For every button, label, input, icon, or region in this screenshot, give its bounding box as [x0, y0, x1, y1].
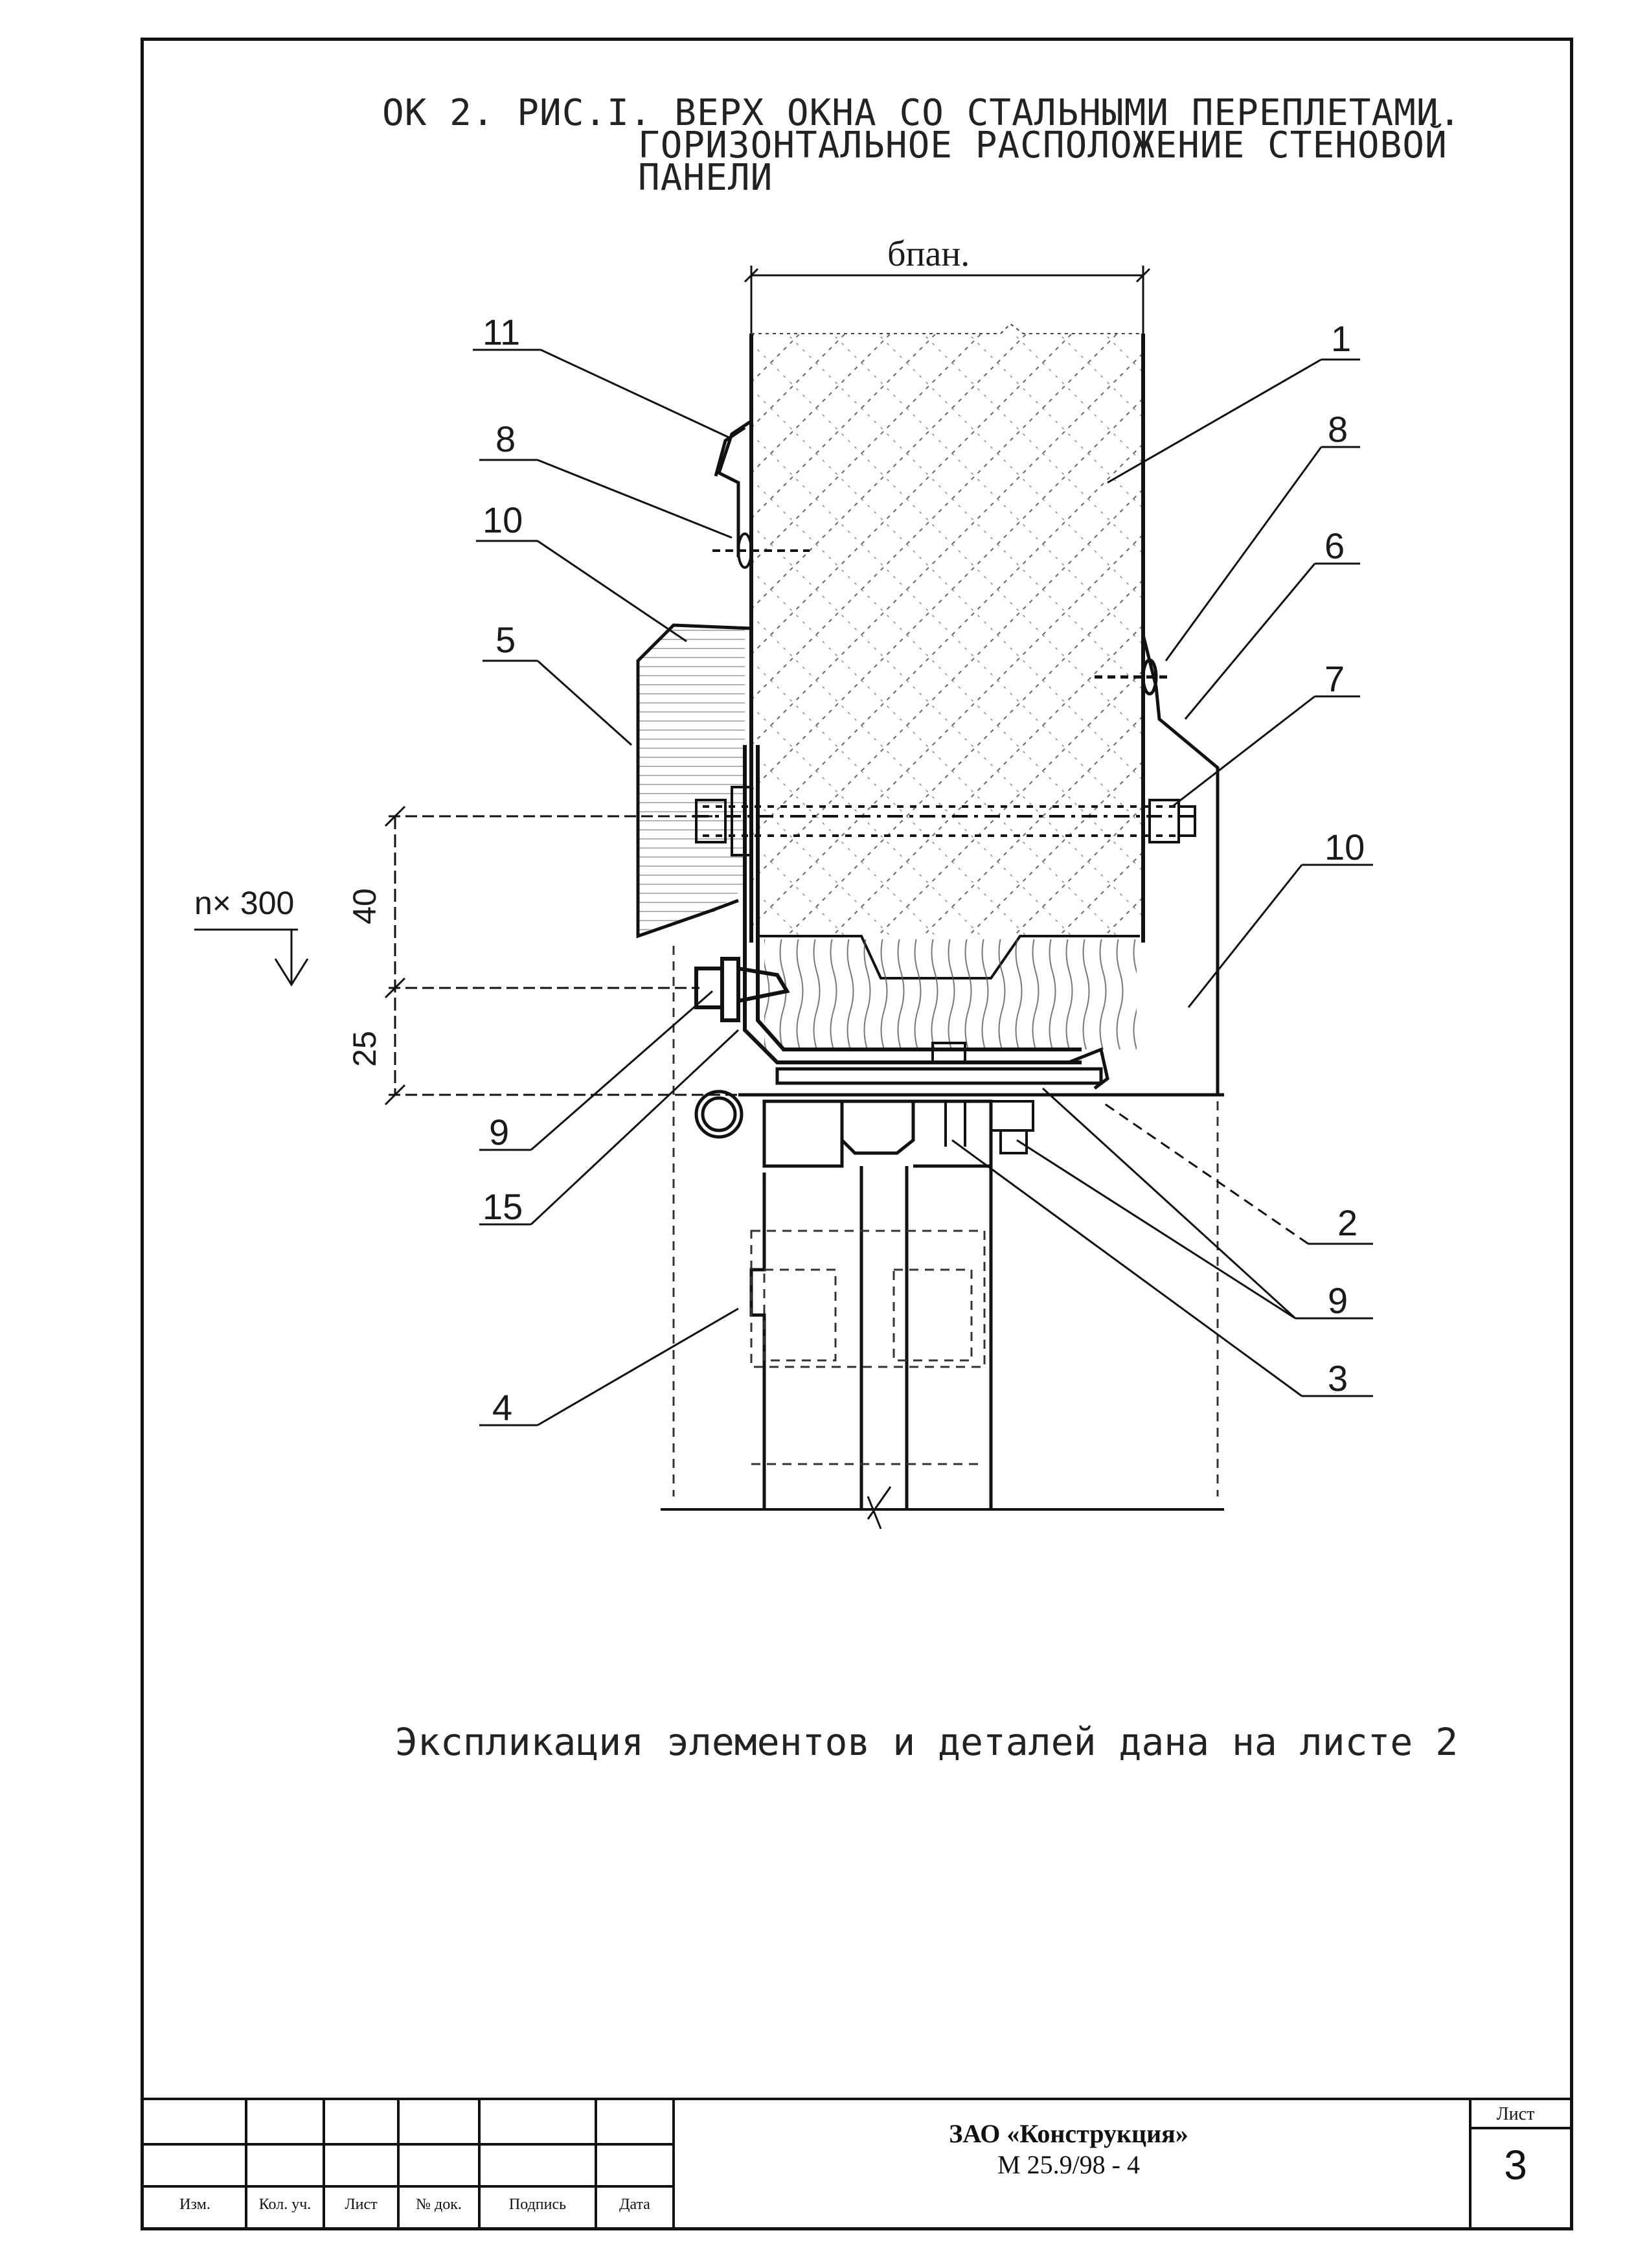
explication-note: Экспликация элементов и деталей дана на …	[395, 1720, 1459, 1764]
insulation	[764, 939, 1137, 1049]
width-dimension	[744, 266, 1151, 337]
header-signature: Подпись	[508, 2196, 567, 2213]
dim-40: 40	[346, 888, 383, 924]
width-label: бпан.	[887, 234, 970, 274]
document-code: М 25.9/98 - 4	[997, 2150, 1140, 2179]
callout-9-right: 9	[1328, 1280, 1348, 1321]
base-plate	[738, 1047, 1224, 1097]
header-date: Дата	[619, 2196, 650, 2213]
sheet-number: 3	[1504, 2142, 1527, 2188]
wall-panel	[749, 323, 1145, 979]
left-trim	[636, 622, 752, 939]
callout-10-right: 10	[1324, 827, 1365, 867]
leader-lines	[473, 349, 1373, 1426]
right-flashing	[1095, 634, 1220, 1095]
title-line-1: ОК 2. РИС.I. ВЕРХ ОКНА СО СТАЛЬНЫМИ ПЕРЕ…	[382, 92, 1462, 134]
callout-8-right: 8	[1328, 409, 1348, 450]
callout-2: 2	[1337, 1202, 1358, 1243]
callout-10-left: 10	[483, 499, 523, 540]
title-line-2: ГОРИЗОНТАЛЬНОЕ РАСПОЛОЖЕНИЕ СТЕНОВОЙ	[638, 124, 1448, 166]
window-frame-hidden	[672, 946, 1219, 1496]
callout-7: 7	[1324, 658, 1345, 699]
left-flashing	[714, 419, 753, 557]
organization-name: ЗАО «Конструкция»	[949, 2119, 1188, 2148]
callout-6: 6	[1324, 525, 1345, 566]
callout-4: 4	[492, 1387, 513, 1428]
screw	[931, 1042, 1034, 1154]
header-kol-uch: Кол. уч.	[258, 2196, 312, 2213]
header-list: Лист	[345, 2196, 378, 2213]
dim-25: 25	[346, 1031, 383, 1067]
title-line-3: ПАНЕЛИ	[638, 157, 773, 199]
callout-11: 11	[483, 312, 521, 352]
header-izm: Изм.	[179, 2196, 210, 2213]
dim-n300: n× 300	[194, 885, 295, 921]
vertical-dimensions	[194, 805, 745, 1106]
title-block-grid	[144, 2098, 1570, 2228]
callout-5: 5	[495, 619, 516, 660]
callout-1: 1	[1331, 318, 1352, 359]
through-bolt	[693, 786, 1196, 856]
callout-8-left: 8	[495, 418, 516, 459]
callout-9-left: 9	[489, 1112, 510, 1152]
callout-15: 15	[483, 1186, 523, 1227]
header-doc-no: № док.	[416, 2196, 462, 2213]
window-frame	[694, 1090, 993, 1509]
callout-3: 3	[1328, 1358, 1348, 1399]
sheet-frame	[141, 38, 1573, 2230]
sheet-label: Лист	[1496, 2104, 1535, 2124]
left-fastener	[712, 533, 810, 569]
